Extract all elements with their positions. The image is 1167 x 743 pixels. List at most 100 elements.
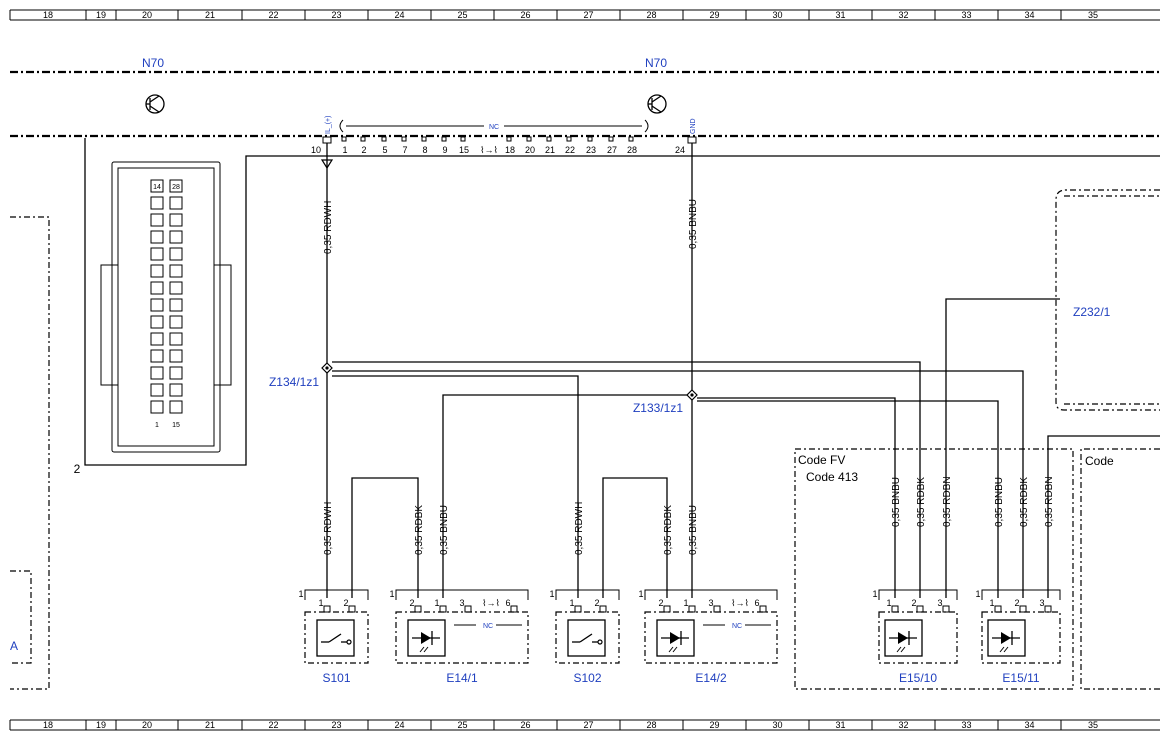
wire-branch: [697, 397, 896, 598]
nc-pin-number: 21: [545, 145, 555, 155]
wire-label: 0,35 BNBU: [688, 199, 699, 249]
component-pin-label: 2: [658, 598, 663, 608]
wire-label: 0,35 RDBK: [1019, 477, 1030, 527]
wire-label: 0,35 BNBU: [994, 477, 1005, 527]
led-icon: [889, 631, 917, 653]
component-housing: [395, 611, 529, 664]
left-inner-box: [10, 570, 32, 664]
switch-icon: [572, 633, 603, 645]
left-box-label: A: [10, 639, 18, 653]
splice-label: Z232/1: [1073, 305, 1111, 319]
component-connector: [878, 589, 958, 600]
top-ruler: [10, 9, 1160, 21]
ruler-column-label: 32: [898, 720, 908, 730]
ruler-column-label: 31: [835, 720, 845, 730]
connector-cavity: [150, 315, 164, 329]
connector-pin-label: 15: [172, 422, 180, 429]
code-box-label: Code 413: [806, 470, 858, 484]
pin-terminal: [322, 136, 332, 144]
component-housing: [555, 611, 620, 664]
connector-cavity: [169, 230, 183, 244]
nc-bracket: [339, 119, 649, 133]
code-fv-box: [794, 448, 1074, 690]
pin-terminal: [942, 605, 950, 613]
component-symbol-frame: [316, 619, 355, 657]
component-pin-one-label: 1: [638, 589, 643, 599]
component-pin-one-label: 1: [975, 589, 980, 599]
switch-icon: [321, 633, 352, 645]
pin-terminal: [687, 136, 697, 144]
break-icon: ⌇→⌇: [731, 598, 749, 608]
ruler-column-label: 33: [961, 10, 971, 20]
pin-terminal: [1044, 605, 1052, 613]
component-label: E14/1: [446, 671, 478, 685]
connector-pin-label: 1: [155, 422, 159, 429]
component-pin-label: 2: [594, 598, 599, 608]
transistor-icon: [647, 94, 667, 114]
ruler-column-label: 20: [142, 720, 152, 730]
ruler-column-label: 26: [520, 10, 530, 20]
pin-number: 10: [311, 145, 321, 155]
component-pin-label: 3: [459, 598, 464, 608]
component-pin-label: 1: [318, 598, 323, 608]
pin-terminal: [713, 605, 721, 613]
ruler-column-label: 21: [205, 10, 215, 20]
pin-signal-label: GND: [690, 118, 697, 134]
pin-terminal: [916, 605, 924, 613]
component-pin-label: 1: [434, 598, 439, 608]
connector-pin-label: 14: [153, 184, 161, 191]
component-pin-label: 6: [754, 598, 759, 608]
nc-pin-number: 28: [627, 145, 637, 155]
wire-branch: [442, 394, 687, 598]
wire-switch-return: [602, 477, 668, 598]
wire-label: 0,35 RDWH: [323, 502, 334, 555]
component-label: S102: [573, 671, 601, 685]
connector-cavity: [150, 281, 164, 295]
connector-cavity: [169, 383, 183, 397]
connector-cavity: [150, 196, 164, 210]
connector-cavity: [150, 264, 164, 278]
ruler-column-label: 23: [331, 720, 341, 730]
connector-cavity: [169, 298, 183, 312]
ruler-column-label: 30: [772, 10, 782, 20]
wire-branch: [697, 400, 999, 598]
splice-z232-box: [1055, 189, 1160, 411]
connector-cavity: [150, 298, 164, 312]
ruler-column-label: 23: [331, 10, 341, 20]
connector-cavity: [169, 281, 183, 295]
wire-label: 0,35 BNBU: [439, 505, 450, 555]
connector-cavity: [169, 213, 183, 227]
ruler-column-label: 29: [709, 720, 719, 730]
component-housing: [304, 611, 369, 664]
ruler-column-label: 18: [43, 720, 53, 730]
wire-rdbn: [945, 298, 1060, 598]
component-pin-label: 1: [569, 598, 574, 608]
ruler-column-label: 19: [96, 10, 106, 20]
connector-cavity: [169, 332, 183, 346]
connector-cavity: [150, 247, 164, 261]
module-label-left: N70: [142, 56, 164, 70]
nc-pin-number: 7: [402, 145, 407, 155]
connector-cavity: [169, 247, 183, 261]
nc-pin-number: 9: [442, 145, 447, 155]
ruler-column-label: 24: [394, 720, 404, 730]
connector-cavity: [150, 366, 164, 380]
connector-cavity: [150, 230, 164, 244]
pin-terminal: [759, 605, 767, 613]
pin-terminal: [464, 605, 472, 613]
connector-pin-label: 28: [172, 184, 180, 191]
left-box: [10, 216, 50, 690]
transistor-icon: [145, 94, 165, 114]
wire-label: 0,35 RDBK: [916, 477, 927, 527]
nc-pin-number: 22: [565, 145, 575, 155]
connector-cavity: [150, 400, 164, 414]
ruler-column-label: 21: [205, 720, 215, 730]
component-connector: [304, 589, 369, 600]
connector-cavity: [150, 383, 164, 397]
